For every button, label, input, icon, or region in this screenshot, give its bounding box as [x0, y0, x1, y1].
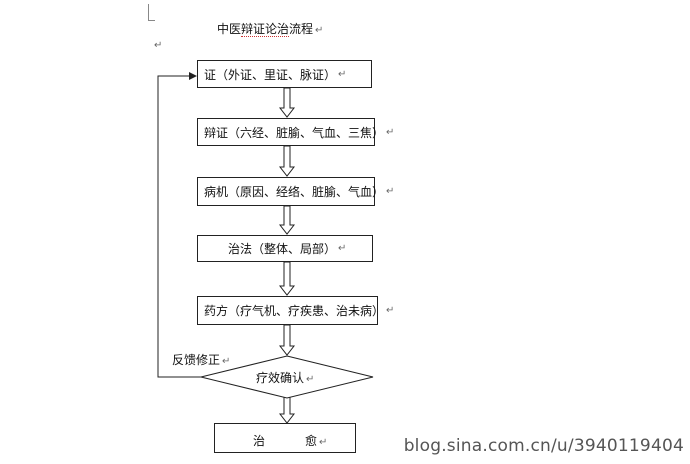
- paragraph-mark-icon: ↵: [386, 305, 395, 316]
- final-label-left: 治: [253, 434, 266, 448]
- arrow-bingji-to-zhifa: [278, 205, 296, 235]
- paragraph-mark-icon: ↵: [386, 126, 395, 138]
- diagram-title: 中医辩证论治流程↵: [217, 20, 323, 37]
- paragraph-mark-icon: ↵: [338, 243, 347, 254]
- arrow-zheng-to-bianzheng: [278, 87, 296, 118]
- node-zheng-label: 证（外证、里证、脉证）: [204, 67, 337, 82]
- node-zhifa-label: 治法（整体、局部）: [228, 242, 337, 256]
- paragraph-mark-icon: ↵: [154, 40, 163, 51]
- decision-label-text: 疗效确认: [256, 371, 305, 385]
- arrow-zhifa-to-yaofang: [278, 261, 296, 296]
- feedback-loop-line: [157, 72, 201, 378]
- node-yaofang-label: 药方（疗气机、疗疾患、治未病）: [204, 304, 385, 318]
- arrow-bianzheng-to-bingji: [278, 145, 296, 177]
- decision-label: 疗效确认↵: [256, 369, 314, 386]
- title-suffix: 流程: [289, 22, 314, 36]
- feedback-label-text: 反馈修正: [172, 353, 221, 367]
- arrow-yaofang-to-decision: [278, 324, 296, 356]
- feedback-label: 反馈修正↵: [172, 351, 230, 368]
- paragraph-mark-icon: ↵: [338, 68, 347, 80]
- decision-diamond: [200, 355, 374, 399]
- title-underlined: 辩证论治: [241, 22, 290, 37]
- paragraph-mark-icon: ↵: [306, 374, 315, 385]
- paragraph-mark-icon: ↵: [319, 437, 328, 448]
- paragraph-mark-icon: ↵: [386, 186, 395, 197]
- arrow-decision-to-final: [278, 396, 296, 424]
- node-bianzheng: 辩证（六经、脏腧、气血、三焦）↵: [197, 118, 394, 146]
- title-prefix: 中医: [217, 22, 242, 36]
- watermark: blog.sina.com.cn/u/3940119404: [403, 436, 684, 456]
- node-yaofang: 药方（疗气机、疗疾患、治未病）↵: [197, 296, 394, 325]
- node-final: 治 愈↵: [214, 423, 356, 453]
- node-bingji: 病机（原因、经络、脏腧、气血）↵: [197, 177, 394, 206]
- final-right-char: 愈: [305, 434, 318, 448]
- node-bianzheng-label: 辩证（六经、脏腧、气血、三焦）: [204, 125, 385, 140]
- node-zhifa: 治法（整体、局部）↵: [197, 235, 373, 262]
- final-label-right: 愈↵: [305, 432, 327, 449]
- paragraph-mark-icon: ↵: [315, 25, 324, 36]
- text-cursor-mark: [148, 4, 155, 21]
- paragraph-mark-icon: ↵: [222, 356, 231, 367]
- node-zheng: 证（外证、里证、脉证）↵: [197, 60, 372, 88]
- node-bingji-label: 病机（原因、经络、脏腧、气血）: [204, 185, 385, 199]
